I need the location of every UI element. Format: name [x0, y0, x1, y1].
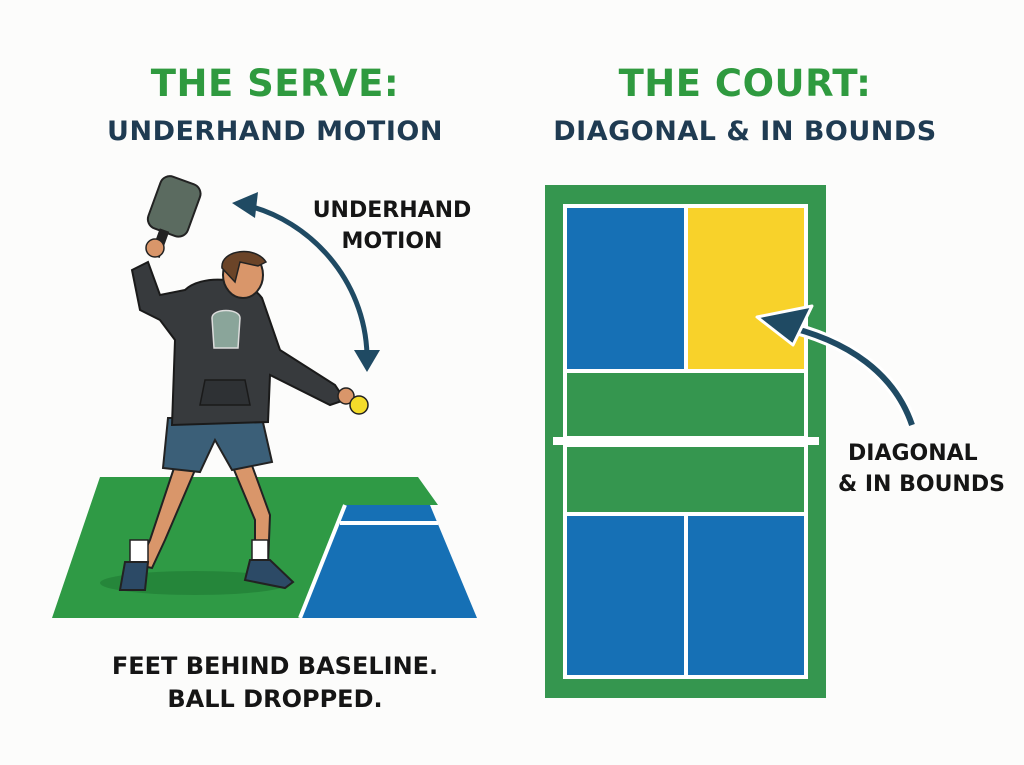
- net: [553, 437, 819, 445]
- diagonal-label-line-1: DIAGONAL: [848, 441, 978, 466]
- player-figure: [118, 175, 369, 591]
- motion-label-line-2: MOTION: [341, 229, 443, 254]
- diagonal-arrow: [755, 304, 918, 428]
- serve-caption-line-1: FEET BEHIND BASELINE.: [111, 652, 439, 680]
- serve-caption-line-2: BALL DROPPED.: [167, 685, 383, 713]
- service-box-target: [688, 208, 804, 369]
- serve-caption: FEET BEHIND BASELINE. BALL DROPPED.: [90, 650, 460, 716]
- serve-title: THE SERVE:: [150, 62, 400, 105]
- diagonal-label: DIAGONAL & IN BOUNDS: [838, 438, 1008, 500]
- motion-label: UNDERHAND MOTION: [312, 195, 472, 257]
- kitchen-bottom: [567, 447, 804, 512]
- service-box-bottom-right: [688, 516, 804, 675]
- court-diagram: [545, 185, 826, 698]
- service-box-bottom-left: [567, 516, 684, 675]
- court-subtitle: DIAGONAL & IN BOUNDS: [553, 116, 937, 147]
- motion-label-line-1: UNDERHAND: [312, 198, 472, 223]
- diagonal-label-line-2: & IN BOUNDS: [838, 472, 1005, 497]
- kitchen-top: [567, 373, 804, 436]
- motion-arrow: [232, 192, 380, 372]
- serve-court: [52, 477, 477, 619]
- pickleball: [349, 395, 369, 415]
- court-title: THE COURT:: [618, 62, 872, 105]
- service-box-top-left: [567, 208, 684, 369]
- serve-subtitle: UNDERHAND MOTION: [107, 116, 443, 147]
